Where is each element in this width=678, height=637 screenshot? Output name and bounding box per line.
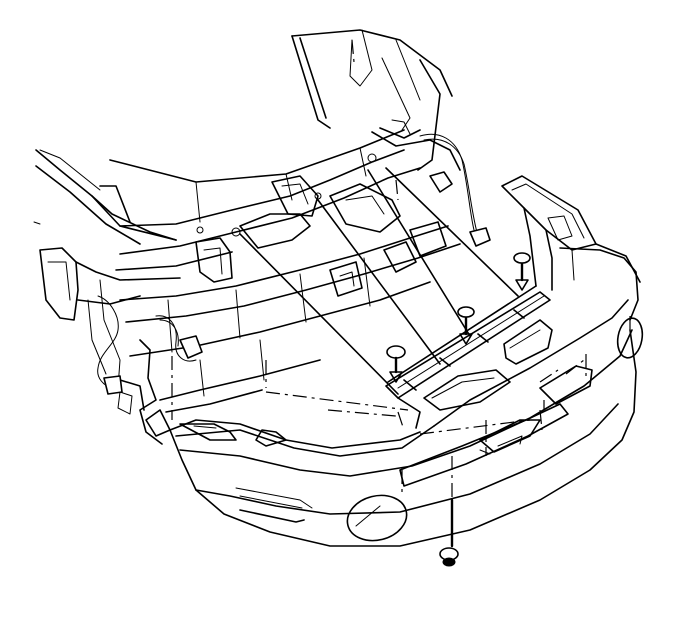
alignment-center-lines (171, 39, 631, 540)
lower-bolt (439, 498, 459, 567)
left-fender (35, 149, 181, 389)
retainer-1 (386, 345, 406, 383)
open-hood (291, 29, 453, 171)
push-pin-retainers (386, 252, 531, 567)
assembly-leader-lines (239, 167, 519, 395)
fascia-bracket (501, 175, 597, 291)
retainer-3 (513, 252, 531, 291)
radiator-support (99, 119, 461, 445)
wiring-harness (97, 133, 491, 395)
hardware-details (33, 153, 491, 455)
retainer-2 (457, 306, 475, 345)
front-bumper-fascia (145, 243, 644, 547)
